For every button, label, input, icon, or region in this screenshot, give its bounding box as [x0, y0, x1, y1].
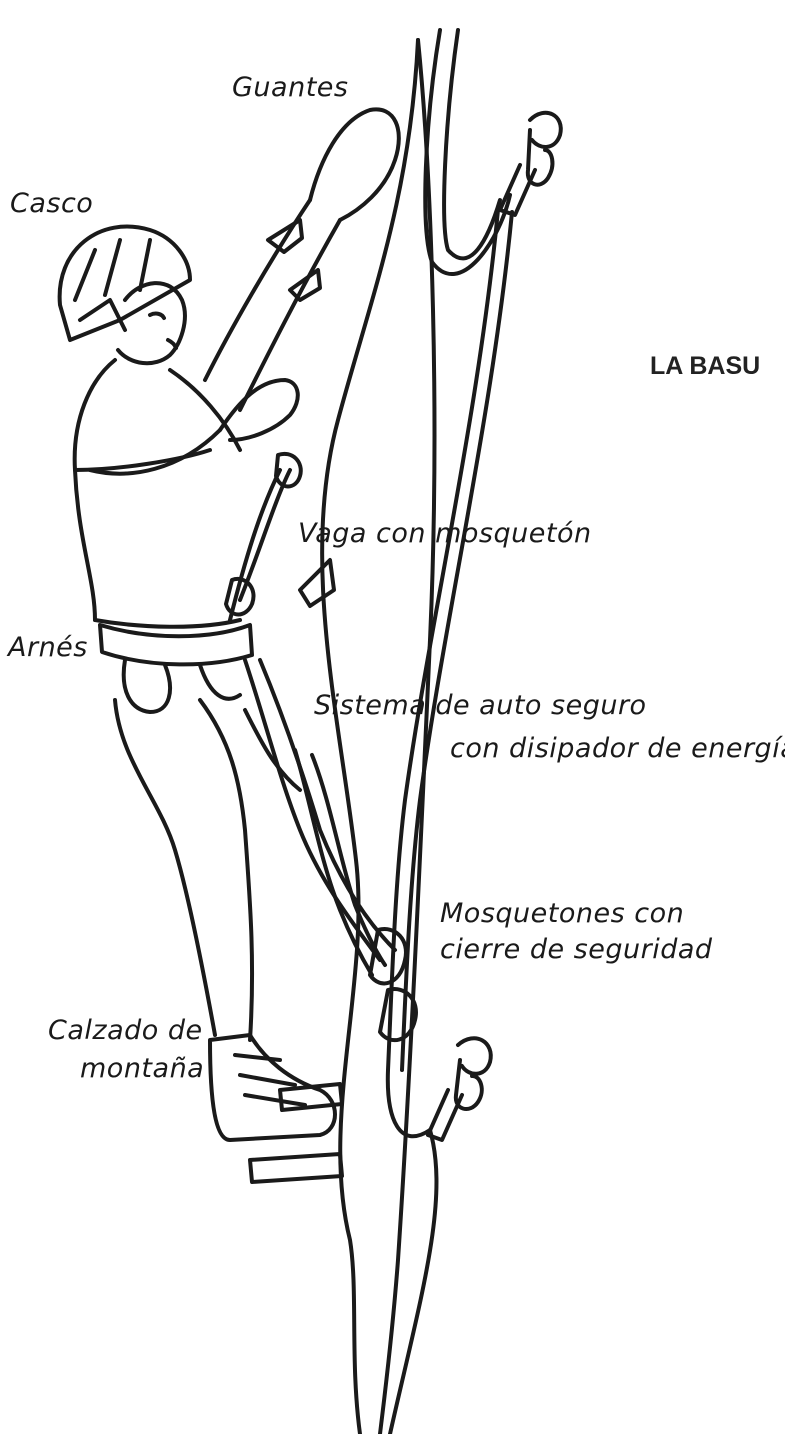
- label-casco: Casco: [10, 188, 93, 219]
- rock-wall: [322, 40, 434, 1434]
- head: [118, 283, 185, 363]
- torso: [75, 360, 240, 627]
- harness: [100, 625, 252, 712]
- label-calzado-line2: montaña: [80, 1053, 204, 1084]
- title-fragment: LA BASU: [650, 352, 760, 381]
- label-mosquetones-line1: Mosquetones con: [440, 898, 684, 929]
- label-calzado-line1: Calzado de: [48, 1015, 203, 1046]
- raised-arm: [205, 109, 399, 410]
- lower-arm: [90, 380, 298, 474]
- label-mosquetones-line2: cierre de seguridad: [440, 934, 713, 965]
- label-sistema-line2: con disipador de energía: [450, 733, 785, 764]
- label-arnes: Arnés: [8, 632, 88, 663]
- fixed-rope: [388, 30, 512, 1434]
- lower-anchor-hook: [428, 1038, 491, 1140]
- label-vaga: Vaga con mosquetón: [298, 518, 592, 549]
- helmet: [60, 227, 190, 340]
- label-sistema-line1: Sistema de auto seguro: [314, 690, 647, 721]
- label-guantes: Guantes: [232, 72, 348, 103]
- boot: [210, 1035, 335, 1140]
